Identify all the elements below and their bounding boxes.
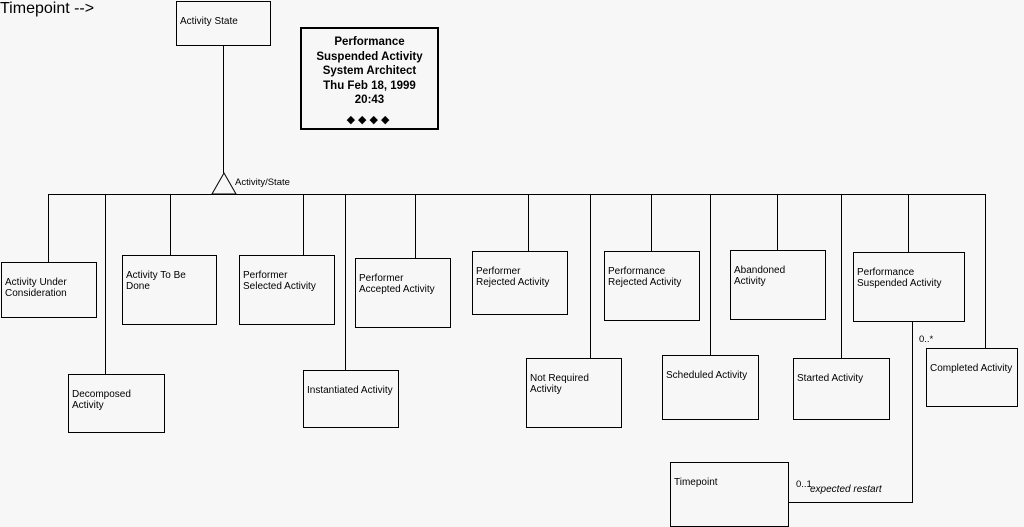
association-role-label: expected restart (810, 484, 882, 495)
class-box-scheduled-activity[interactable]: Scheduled Activity (662, 355, 759, 420)
class-name-label: Performance Rejected Activity (608, 265, 682, 289)
class-name-label: Activity To Be Done (126, 269, 186, 293)
generalization-label: Activity/State (235, 177, 290, 188)
class-name-label: Abandoned Activity (734, 264, 786, 288)
connector-completed-activity (985, 194, 986, 355)
class-name-label: Performer Accepted Activity (359, 272, 435, 296)
class-name-label: Performer Selected Activity (243, 269, 316, 293)
class-box-timepoint[interactable]: Timepoint (670, 462, 789, 527)
class-name-label: Decomposed Activity (72, 388, 131, 412)
class-name-label: Not Required Activity (530, 372, 589, 396)
note-line-1: Performance (334, 36, 405, 48)
association-source-multiplicity: 0..* (919, 334, 934, 345)
class-name-label: Performer Rejected Activity (476, 265, 550, 289)
diagram-title-note: Performance Suspended Activity System Ar… (300, 27, 439, 130)
association-target-multiplicity: 0..1 (796, 479, 812, 490)
association-line-vertical (912, 322, 913, 502)
class-box-completed-activity[interactable]: Completed Activity (926, 348, 1018, 407)
connector-started-activity (841, 194, 842, 358)
connector-performer-selected-activity (303, 194, 304, 255)
connector-performer-accepted-activity (415, 194, 416, 258)
class-box-abandoned-activity[interactable]: Abandoned Activity (730, 250, 826, 320)
connector-decomposed-activity (105, 194, 106, 374)
class-name-label: Timepoint (674, 476, 718, 488)
note-line-3: System Architect (322, 65, 417, 77)
class-name-label: Completed Activity (930, 362, 1013, 374)
note-dots-icon: ◆◆◆◆ (346, 113, 393, 126)
class-name-label: Performance Suspended Activity (857, 266, 942, 290)
class-name-label: Instantiated Activity (307, 384, 393, 396)
class-box-performance-suspended-activity[interactable]: Performance Suspended Activity (853, 252, 965, 322)
class-name-label: Scheduled Activity (666, 369, 748, 381)
connector-performer-rejected-activity (528, 194, 529, 251)
class-box-performance-rejected-activity[interactable]: Performance Rejected Activity (604, 251, 700, 321)
connector-scheduled-activity (710, 194, 711, 355)
connector-activity-to-be-done (170, 194, 171, 255)
class-name-label: Activity Under Consideration (5, 276, 67, 300)
class-name-label: Started Activity (797, 372, 864, 384)
class-name-label: Activity State (180, 15, 238, 27)
class-box-performer-accepted-activity[interactable]: Performer Accepted Activity (355, 258, 451, 328)
connector-abandoned-activity (777, 194, 778, 250)
note-line-2: Suspended Activity (316, 50, 423, 63)
class-box-performer-selected-activity[interactable]: Performer Selected Activity (239, 255, 335, 325)
connector-instantiated-activity (345, 194, 346, 370)
connector-activity-under-consideration (48, 194, 49, 262)
connector-not-required-activity (590, 194, 591, 358)
class-box-decomposed-activity[interactable]: Decomposed Activity (68, 374, 165, 433)
generalization-bus-line (48, 194, 986, 195)
class-box-instantiated-activity[interactable]: Instantiated Activity (303, 370, 399, 428)
class-box-not-required-activity[interactable]: Not Required Activity (526, 358, 622, 428)
class-box-performer-rejected-activity[interactable]: Performer Rejected Activity (472, 251, 568, 315)
connector-performance-rejected-activity (651, 194, 652, 251)
class-box-activity-under-consideration[interactable]: Activity Under Consideration (1, 262, 97, 318)
association-line-horizontal (789, 502, 913, 503)
class-box-started-activity[interactable]: Started Activity (793, 358, 890, 420)
note-line-5: 20:43 (354, 94, 385, 106)
connector-performance-suspended-activity (908, 194, 909, 252)
class-box-activity-to-be-done[interactable]: Activity To Be Done (122, 255, 217, 325)
note-line-4: Thu Feb 18, 1999 (323, 79, 416, 92)
class-box-activity-state[interactable]: Activity State (176, 1, 271, 46)
generalization-stem-line (223, 46, 224, 173)
